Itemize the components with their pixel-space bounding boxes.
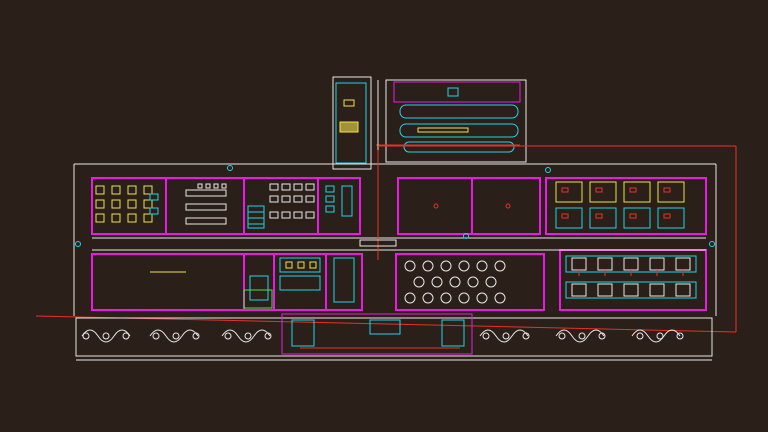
annex-outer-wall — [332, 76, 372, 170]
site-red-boundary — [35, 315, 737, 333]
marker-north-west — [227, 165, 233, 171]
planter-west-2 — [149, 329, 200, 343]
lower-band-details — [150, 255, 697, 309]
central-marker-2 — [505, 203, 511, 209]
lower-west-hall — [91, 253, 245, 311]
lecture-seats — [197, 183, 227, 189]
annex-pool-lane-3 — [403, 141, 515, 153]
annex-pool-lane-2 — [399, 123, 519, 138]
service-fixtures — [249, 257, 355, 303]
marker-west — [75, 241, 81, 247]
lower-dining-hall — [395, 253, 545, 311]
entrance-block — [281, 313, 473, 355]
marker-east — [709, 241, 715, 247]
east-cyan-offices — [555, 207, 685, 229]
planter-west-3 — [221, 329, 272, 343]
east-wing-details — [530, 145, 737, 332]
service-green-box — [243, 289, 273, 309]
main-building — [73, 163, 717, 316]
lecture-tables — [185, 189, 227, 225]
upper-central-hall — [397, 177, 541, 235]
upper-west-wing — [91, 177, 361, 235]
lower-east-wing — [559, 249, 707, 311]
central-hall-details — [359, 145, 530, 260]
cyan-chairs-room-1 — [149, 193, 159, 215]
annex-yellow-fixture — [339, 121, 359, 133]
entrance-fixtures — [291, 319, 465, 347]
landscape-strip-outline — [75, 317, 713, 357]
upper-east-wing — [545, 177, 707, 235]
annex-yellow-bench — [417, 127, 469, 133]
landscape-strip — [35, 313, 737, 361]
annex-pool-lane-1 — [399, 104, 519, 119]
central-entrance-mat — [359, 239, 397, 247]
service-yellow-items — [285, 261, 317, 269]
east-lab-stations — [571, 257, 691, 297]
marker-mid — [463, 233, 469, 239]
annex-yellow-fixture-2 — [343, 99, 355, 107]
marker-north-east — [545, 167, 551, 173]
east-desk-marks — [561, 187, 671, 219]
planter-west-1 — [81, 329, 131, 343]
planter-east-3 — [631, 329, 684, 343]
upper-annex — [332, 76, 527, 176]
classroom-desks — [269, 183, 315, 219]
stair-block — [247, 205, 265, 229]
planter-east-1 — [479, 329, 530, 343]
annex-right-block — [385, 79, 527, 163]
lower-service-block — [243, 253, 363, 311]
east-lab-red-marks — [578, 270, 684, 276]
annex-cyan-detail — [447, 87, 459, 97]
west-wing-furniture — [95, 183, 353, 229]
annex-left-room — [335, 82, 367, 164]
grid-markers — [75, 165, 715, 247]
planter-east-2 — [555, 329, 606, 343]
central-marker-1 — [433, 203, 439, 209]
annex-magenta-wall — [393, 81, 521, 103]
dining-round-tables — [404, 260, 506, 304]
east-yellow-offices — [555, 181, 685, 203]
restroom-fixtures-upper — [325, 185, 353, 217]
yellow-desks-room-1 — [95, 185, 153, 223]
